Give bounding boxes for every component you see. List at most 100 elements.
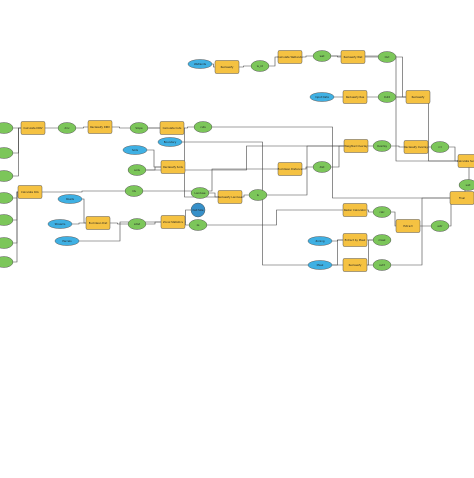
input-data-node-b5[interactable]: Streams: [47, 219, 73, 229]
derived-data-node-g8[interactable]: dirv: [57, 122, 77, 134]
derived-data-node-g5[interactable]: [0, 214, 14, 226]
input-data-node-b4[interactable]: Roads: [57, 194, 83, 204]
input-data-node-b2[interactable]: Input Data: [309, 92, 335, 102]
tool-shape: [342, 233, 368, 247]
derived-data-node-g4[interactable]: [0, 192, 14, 204]
derived-data-node-g7[interactable]: [0, 256, 14, 268]
node-label: Reclassify Ras: [346, 95, 365, 99]
input-data-node-b9[interactable]: Boundary: [157, 137, 183, 147]
input-data-node-b1[interactable]: Wetlands: [187, 59, 213, 69]
tool-node-t5[interactable]: Reclassify: [214, 60, 240, 74]
derived-data-node-g16[interactable]: soils: [127, 164, 147, 176]
tool-shape: [395, 219, 421, 233]
tool-shape: [457, 154, 474, 168]
derived-data-shape: [0, 214, 14, 226]
derived-data-node-g27[interactable]: mask: [372, 234, 392, 246]
derived-data-shape: [372, 259, 392, 271]
derived-data-node-g25[interactable]: calc: [372, 206, 392, 218]
derived-data-shape: [250, 60, 270, 72]
derived-data-shape: [312, 161, 332, 173]
tool-node-t16[interactable]: Final: [449, 191, 474, 205]
tool-shape: [449, 191, 474, 205]
node-label: dist: [320, 165, 325, 169]
derived-data-node-g17[interactable]: Landuse: [190, 187, 210, 199]
tool-node-t9[interactable]: Reclassify: [405, 90, 431, 104]
input-data-node-b8[interactable]: Mask: [307, 260, 333, 270]
tool-shape: [277, 162, 303, 176]
tool-node-t13[interactable]: Weighted Overlay: [343, 139, 369, 153]
derived-data-shape: [127, 164, 147, 176]
edges-layer: [4, 55, 470, 266]
connector-g24-t19: [198, 209, 355, 226]
tool-shape: [217, 190, 243, 204]
tool-shape: [342, 90, 368, 104]
node-label: Reclassify DIRV: [90, 125, 110, 129]
node-label: rdv: [132, 189, 137, 193]
derived-data-node-g1[interactable]: [0, 122, 14, 134]
derived-data-node-g6[interactable]: [0, 237, 14, 249]
tool-node-t8[interactable]: Reclassify Ras: [342, 90, 368, 104]
tool-shape: [277, 50, 303, 64]
input-data-node-b6[interactable]: Parcels: [54, 236, 80, 246]
node-label: Extract by Mask: [345, 238, 366, 242]
tool-shape: [159, 121, 185, 135]
node-label: Overlay: [377, 144, 388, 148]
tool-node-t15[interactable]: Calculate Suitability: [457, 154, 474, 168]
tool-shape: [343, 139, 369, 153]
derived-data-shape: [0, 237, 14, 249]
tool-node-t20[interactable]: Extract: [395, 219, 421, 233]
input-data-node-b3[interactable]: Soils: [122, 145, 148, 155]
derived-data-node-g24[interactable]: zs: [188, 219, 208, 231]
derived-data-node-g20[interactable]: Overlay: [372, 140, 392, 152]
node-label: Reclassify Wet: [344, 55, 363, 59]
derived-data-node-g26[interactable]: extr: [430, 220, 450, 232]
derived-data-node-g21[interactable]: rcl: [430, 141, 450, 153]
tool-node-t2[interactable]: Reclassify DIRV: [87, 120, 113, 134]
tool-node-t12[interactable]: Euclidean Distance: [277, 162, 303, 176]
input-data-shape: [307, 236, 333, 246]
parameter-node-p1[interactable]: Cell Size: [190, 202, 206, 218]
tool-node-t1[interactable]: Calculate DIRV: [20, 121, 46, 135]
derived-data-node-g28[interactable]: out3: [372, 259, 392, 271]
derived-data-node-g12[interactable]: w_rcl: [250, 60, 270, 72]
derived-data-shape: [129, 122, 149, 134]
tool-shape: [342, 258, 368, 272]
connector-g10-t12: [134, 168, 290, 192]
tool-node-t17[interactable]: Euclidean Dist: [85, 216, 111, 230]
tool-node-t21[interactable]: Extract by Mask: [342, 233, 368, 247]
tool-shape: [342, 203, 368, 217]
node-label: sdist: [134, 222, 140, 226]
node-label: soils: [134, 168, 140, 172]
input-data-shape: [307, 260, 333, 270]
derived-data-node-g14[interactable]: Out: [377, 51, 397, 63]
node-label: Zoning: [315, 239, 324, 243]
tool-node-t4[interactable]: Calculate Cuts: [159, 121, 185, 135]
derived-data-node-g3[interactable]: [0, 170, 14, 182]
node-label: lu: [257, 193, 260, 197]
derived-data-node-g19[interactable]: dist: [312, 161, 332, 173]
tool-node-t6[interactable]: Calculate Wetlands: [277, 50, 304, 64]
derived-data-node-g18[interactable]: lu: [248, 189, 268, 201]
derived-data-node-g10[interactable]: rdv: [124, 185, 144, 197]
node-label: w_rcl: [257, 64, 264, 68]
input-data-shape: [57, 194, 83, 204]
derived-data-node-g23[interactable]: sdist: [127, 218, 147, 230]
tool-node-t11[interactable]: Reclassify Landuse: [217, 190, 243, 204]
derived-data-node-g2[interactable]: [0, 147, 14, 159]
tool-node-t19[interactable]: Raster Calculator: [342, 203, 368, 217]
derived-data-node-g9[interactable]: Slope: [129, 122, 149, 134]
tool-node-t22[interactable]: Reclassify: [342, 258, 368, 272]
tool-node-t10[interactable]: Reclassify Soils: [160, 160, 186, 174]
tool-node-t7[interactable]: Reclassify Wet: [340, 50, 366, 64]
tool-node-t18[interactable]: Zonal Statistics: [160, 215, 186, 229]
derived-data-node-g22[interactable]: suit: [458, 179, 474, 191]
tool-node-t14[interactable]: Reclassify Overlay: [403, 140, 428, 154]
node-label: Raster Calculator: [344, 208, 367, 212]
derived-data-node-g15[interactable]: Out2: [377, 91, 397, 103]
derived-data-node-g11[interactable]: cuts: [193, 121, 213, 133]
derived-data-node-g13[interactable]: wet: [312, 50, 332, 62]
tool-node-t3[interactable]: Calculate Rdv: [17, 185, 43, 199]
input-data-node-b7[interactable]: Zoning: [307, 236, 333, 246]
node-label: Soils: [132, 148, 139, 152]
